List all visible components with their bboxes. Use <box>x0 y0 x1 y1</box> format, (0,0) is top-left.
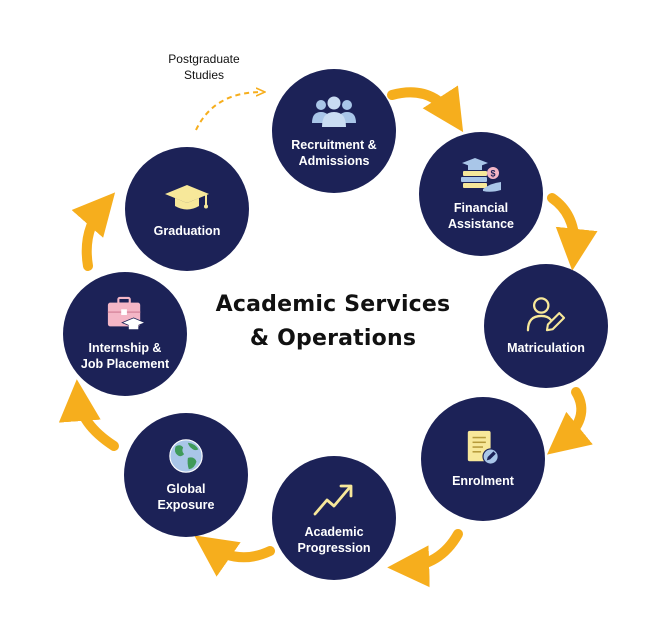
stage-label: Recruitment & Admissions <box>291 138 377 168</box>
arrow-enrolment-to-progression <box>387 529 463 588</box>
stage-label: Academic Progression <box>297 525 371 555</box>
stage-label: Matriculation <box>507 341 585 355</box>
stage-academic-progression: Academic Progression <box>272 456 396 580</box>
stage-internship-job-placement: Internship & Job Placement <box>63 272 187 396</box>
diagram-title: Academic Services & Operations <box>215 292 451 351</box>
arrow-internship-to-graduation <box>71 192 116 271</box>
briefcase-cap-icon <box>107 296 146 330</box>
arrow-financial-to-matriculation <box>547 193 598 271</box>
postgraduate-studies-label: Postgraduate Studies <box>168 52 240 82</box>
people-group-icon <box>312 96 356 127</box>
stage-graduation: Graduation <box>125 147 249 271</box>
document-pen-icon <box>467 430 499 465</box>
user-pen-icon <box>526 297 566 332</box>
stage-label: Enrolment <box>452 474 514 488</box>
money-books-cap-icon: $ <box>461 158 501 192</box>
stage-recruitment-admissions: Recruitment & Admissions <box>272 69 396 193</box>
trend-up-icon <box>313 484 353 516</box>
arrow-graduation-to-postgraduate <box>195 92 262 131</box>
arrow-progression-to-global <box>194 535 275 577</box>
stage-label: Global Exposure <box>157 482 215 512</box>
svg-text:$: $ <box>490 169 495 179</box>
stage-global-exposure: Global Exposure <box>124 413 248 537</box>
stage-label: Financial Assistance <box>447 201 514 231</box>
graduation-cap-icon <box>165 185 209 210</box>
stage-matriculation: Matriculation <box>484 264 608 388</box>
stage-label: Graduation <box>153 224 221 238</box>
globe-icon <box>169 439 203 473</box>
arrow-recruitment-to-financial <box>387 85 464 133</box>
arrow-global-to-internship <box>58 379 119 451</box>
arrow-matriculation-to-enrolment <box>546 387 593 455</box>
stage-financial-assistance: $ Financial Assistance <box>419 132 543 256</box>
stage-label: Internship & Job Placement <box>80 341 170 371</box>
stage-enrolment: Enrolment <box>421 397 545 521</box>
